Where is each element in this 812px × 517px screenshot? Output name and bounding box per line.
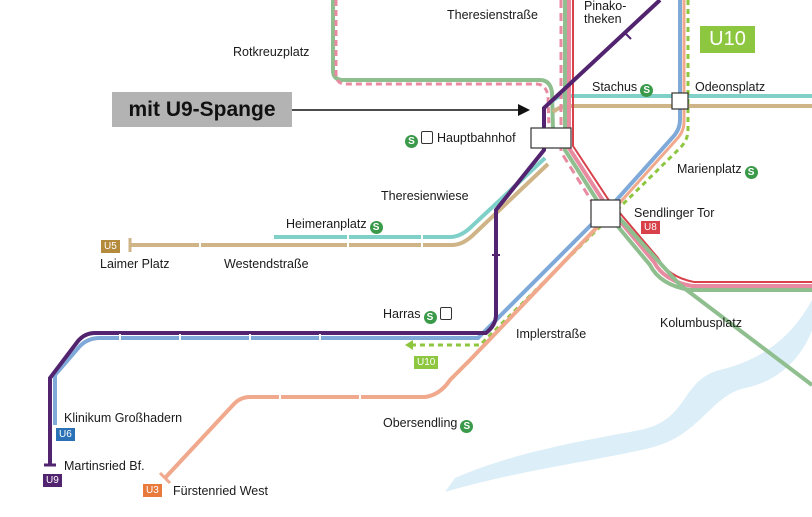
station-fuerstenried-west: Fürstenried West: [173, 484, 268, 498]
u2-trunk: [567, 0, 812, 288]
sbahn-icon: S: [369, 221, 383, 234]
u3-terminus: [158, 471, 172, 485]
sbahn-icon: S: [460, 420, 474, 433]
u1-line-southeast: [610, 208, 812, 387]
station-sendlinger-tor: Sendlinger Tor: [634, 206, 715, 220]
callout-arrowhead: [518, 104, 530, 116]
u8-trunk: [572, 0, 812, 283]
u10-small-badge: U10: [414, 356, 439, 369]
u9-line: [48, 0, 662, 465]
u1-u2-trunk: [563, 0, 812, 292]
u7-trunk: [559, 0, 598, 209]
u8-badge: U8: [641, 221, 660, 234]
tram-icon: [439, 307, 452, 320]
u3-line-south: [163, 218, 606, 480]
sendlinger-tor-station-box: [590, 199, 621, 228]
u10-line-badge: U10: [700, 26, 755, 53]
hauptbahnhof-station-box: [530, 127, 572, 149]
u6-line-south: [53, 216, 600, 425]
u2-line-north: [334, 0, 551, 131]
u10-arrow: [405, 340, 413, 350]
station-implerstrasse: Implerstraße: [516, 327, 587, 341]
station-ticks-dark: [492, 33, 632, 256]
station-rotkreuzplatz: Rotkreuzplatz: [233, 45, 310, 59]
station-westendstrasse: Westendstraße: [224, 257, 309, 271]
u10-line: [413, 0, 690, 347]
station-theresienstrasse: Theresienstraße: [447, 8, 539, 22]
tram-icon: [421, 131, 433, 144]
station-martinsried: Martinsried Bf.: [64, 459, 145, 473]
u1-u2-line-north: [331, 0, 555, 131]
u6-line-north: [610, 0, 682, 207]
u5-badge: U5: [101, 240, 120, 253]
odeonsplatz-station-box: [671, 92, 689, 110]
sbahn-icon: S: [423, 311, 437, 324]
u6-badge: U6: [56, 428, 75, 441]
station-klinikum-grosshadern: Klinikum Großhadern: [64, 411, 183, 425]
isar-river: [445, 300, 812, 492]
u5-line-west: [130, 162, 550, 247]
station-kolumbusplatz: Kolumbusplatz: [660, 316, 742, 330]
sbahn-icon: S: [744, 166, 758, 179]
sbahn-icon: S: [405, 135, 418, 148]
u9-badge: U9: [43, 474, 62, 487]
station-theresienwiese: Theresienwiese: [381, 189, 469, 203]
u4-line-west: [274, 156, 547, 239]
station-pinakotheken: Pinako- theken: [584, 0, 627, 26]
station-laimer-platz: Laimer Platz: [100, 257, 170, 271]
sbahn-icon: S: [640, 84, 654, 97]
u9-spange-callout: mit U9-Spange: [112, 92, 292, 127]
station-odeonsplatz: Odeonsplatz: [695, 80, 766, 94]
u3-line-north: [614, 0, 686, 209]
station-ticks: [119, 233, 423, 401]
u3-badge: U3: [143, 484, 162, 497]
